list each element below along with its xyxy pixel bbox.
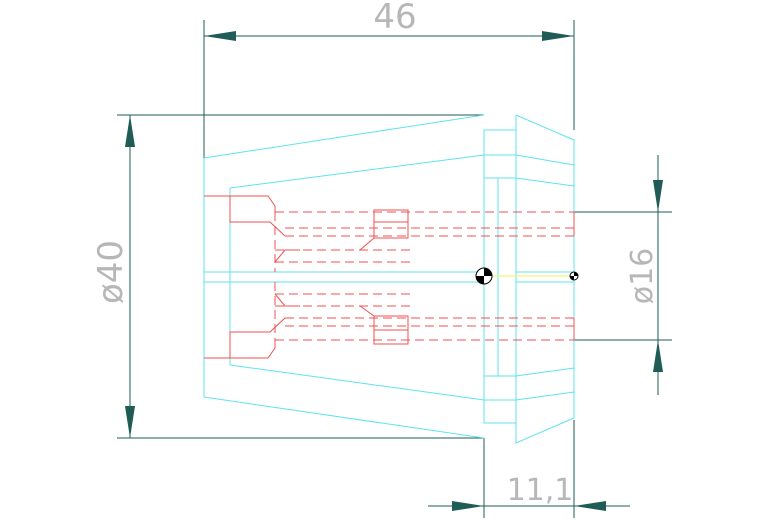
dimension-outer-diameter: ø40 bbox=[91, 114, 484, 439]
overall-length-label: 46 bbox=[373, 0, 416, 37]
collet-outline bbox=[203, 114, 575, 444]
center-marker-small bbox=[569, 271, 579, 281]
hidden-lines bbox=[274, 211, 574, 341]
dimension-flange-length: 11,1 bbox=[428, 420, 630, 518]
center-marker-large bbox=[475, 267, 493, 285]
flange-length-label: 11,1 bbox=[507, 473, 574, 508]
hidden-solid-details bbox=[204, 195, 575, 359]
outer-diameter-label: ø40 bbox=[91, 240, 131, 304]
dimension-overall-length: 46 bbox=[203, 0, 575, 160]
dimension-bore-diameter: ø16 bbox=[574, 155, 672, 395]
bore-diameter-label: ø16 bbox=[625, 248, 660, 305]
